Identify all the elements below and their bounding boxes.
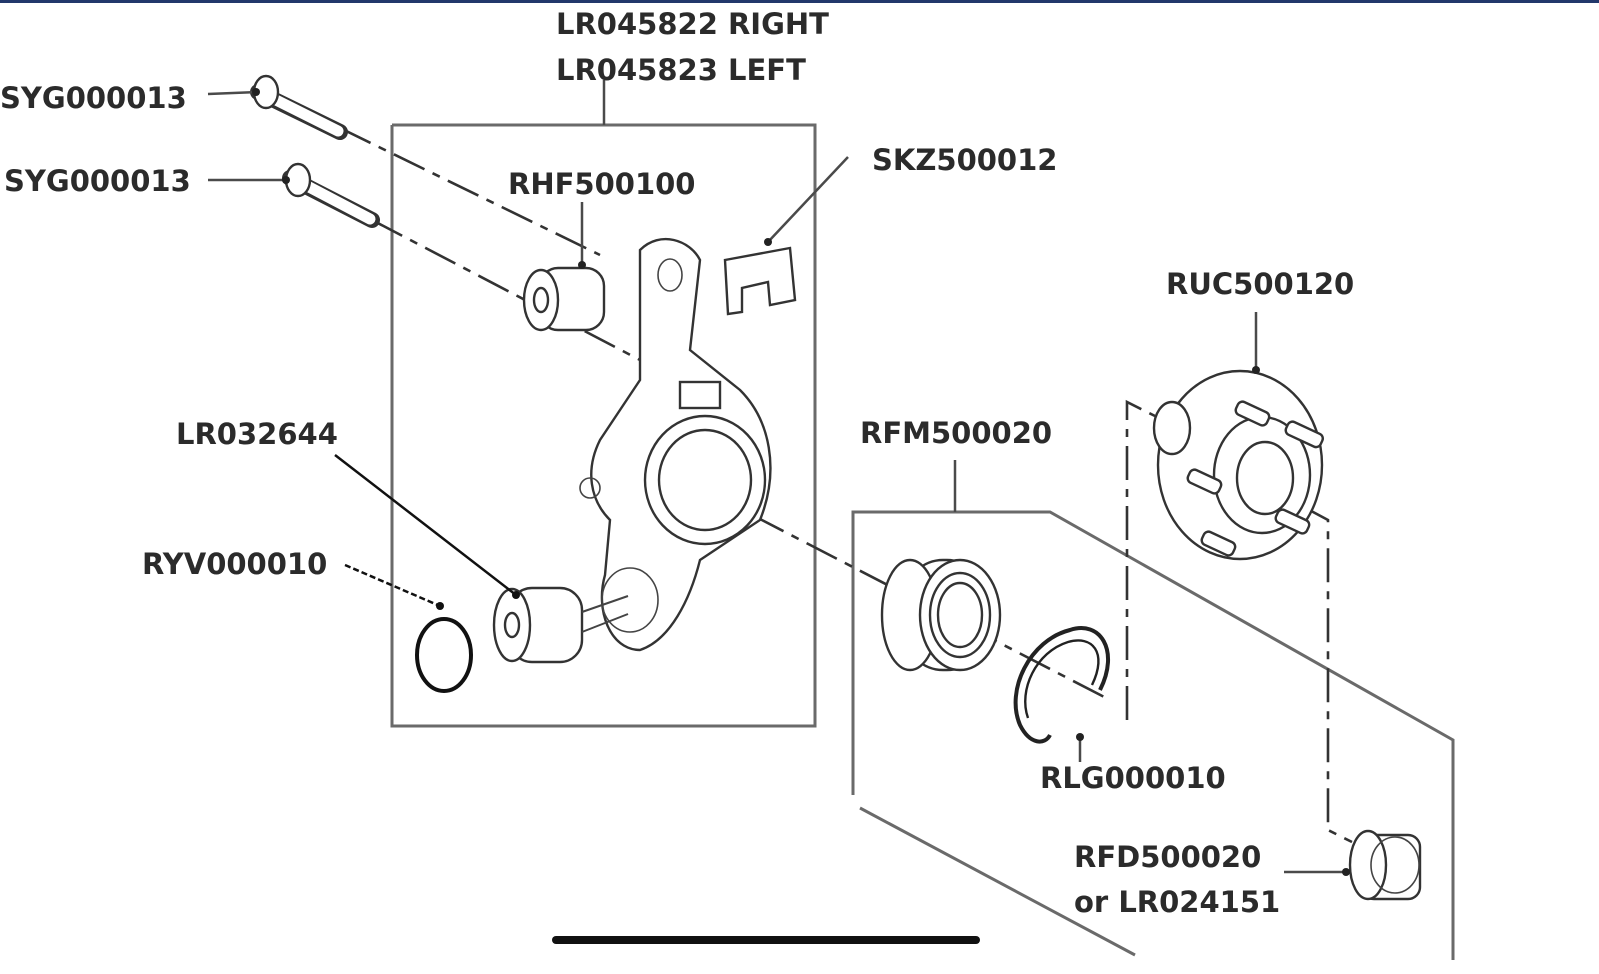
steering-knuckle [579,237,772,652]
circlip [1013,626,1111,744]
knuckle-group-box [390,80,817,728]
label-circlip: RLG000010 [1040,761,1226,795]
label-nut-line1: RFD500020 [1074,840,1262,874]
label-bolt-upper: SYG000013 [0,81,187,115]
label-o-ring: RYV000010 [142,547,328,581]
label-clip: SKZ500012 [872,143,1058,177]
label-hub: RUC500120 [1166,267,1355,301]
label-bush-lower: LR032644 [176,417,338,451]
wheel-bearing [880,558,1002,672]
home-indicator[interactable] [552,936,980,944]
wheel-nut [1348,829,1422,901]
label-knuckle-right: LR045822 RIGHT [556,7,829,41]
bearing-group-box [851,460,1455,960]
label-knuckle-left: LR045823 LEFT [556,53,806,87]
lower-bush [492,586,629,664]
label-bearing: RFM500020 [860,416,1053,450]
label-bush-upper: RHF500100 [508,167,696,201]
label-nut-line2: or LR024151 [1074,885,1281,919]
leader-lines [207,88,1350,876]
window-top-edge [0,0,1599,3]
o-ring [415,617,473,693]
upper-bush [522,266,606,332]
upper-bolt [250,74,348,140]
retaining-clip [723,246,797,316]
label-bolt-lower: SYG000013 [4,164,191,198]
wheel-hub [1152,369,1324,561]
lower-bolt [282,162,380,228]
